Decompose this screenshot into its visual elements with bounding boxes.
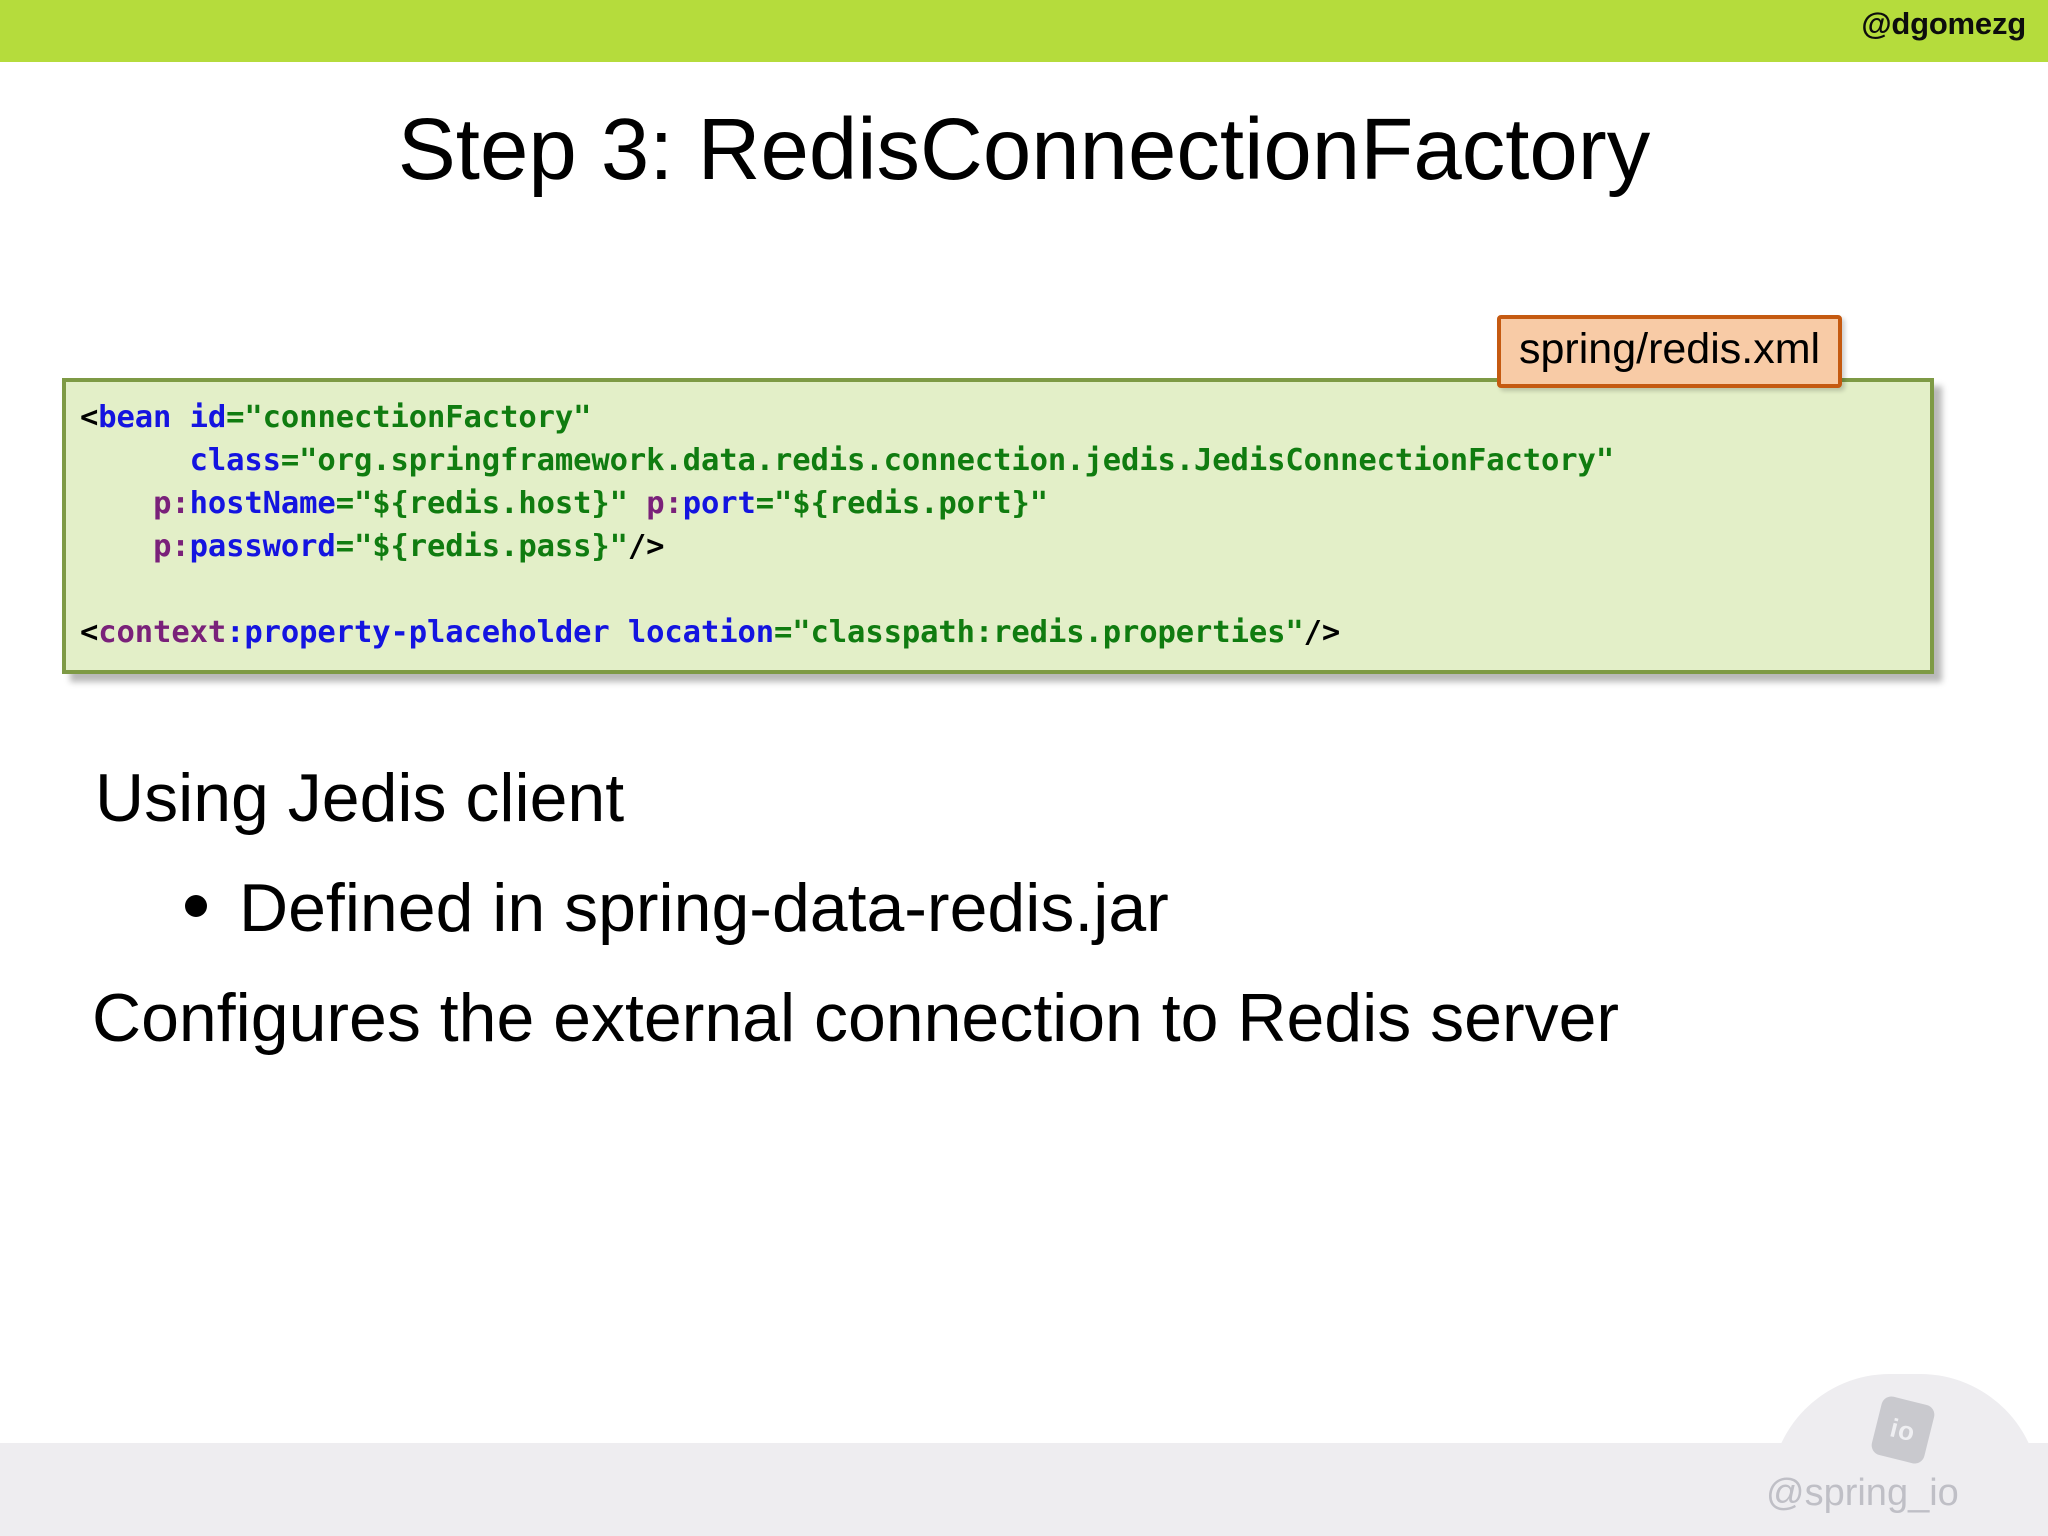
presenter-handle: @dgomezg [1861,6,2026,41]
code-token: "classpath:redis.properties" [792,615,1304,650]
code-token: = [755,486,775,521]
bullet-label: Defined in spring-data-redis.jar [239,870,1169,946]
footer-watermark: io @spring_io [1748,1368,2048,1536]
code-token [610,615,628,650]
body-line-using-jedis: Using Jedis client [95,760,625,836]
code-token: : [664,486,683,521]
footer-band [0,1443,2048,1536]
code-token: "${redis.host}" [353,486,628,521]
code-token: /> [627,529,665,564]
code-token: password [189,529,336,564]
bullet-dot-icon [185,895,207,917]
code-token [80,529,153,564]
code-token: = [335,486,354,521]
code-box: <bean id="connectionFactory" class="org.… [62,378,1934,674]
code-token: p [153,486,172,521]
body-line-configures: Configures the external connection to Re… [92,980,1620,1056]
code-panel: <bean id="connectionFactory" class="org.… [62,378,1934,674]
code-token: port [682,486,756,521]
code-token [80,443,190,478]
code-token: = [280,443,300,478]
code-token [628,486,646,521]
code-token: = [226,400,245,435]
header-band [0,0,2048,62]
code-token: "org.springframework.data.redis.connecti… [299,443,1615,478]
code-token: :property-placeholder [226,615,610,650]
code-token: "${redis.port}" [774,486,1048,521]
code-content: <bean id="connectionFactory" class="org.… [80,396,1920,654]
code-token: : [171,529,190,564]
code-token [80,486,153,521]
code-token: /> [1303,615,1341,650]
page-title: Step 3: RedisConnectionFactory [397,101,1651,198]
code-token: p [646,486,665,521]
file-name-badge: spring/redis.xml [1497,315,1843,389]
code-token: "connectionFactory" [244,400,592,435]
code-token: bean [98,400,172,435]
code-token: hostName [189,486,336,521]
code-token [171,400,189,435]
code-token: "${redis.pass}" [353,529,628,564]
code-token: : [171,486,190,521]
code-token: < [80,615,99,650]
code-token: = [335,529,354,564]
footer-handle: @spring_io [1766,1472,1959,1514]
code-token: context [98,615,227,650]
code-token: location [627,615,774,650]
body-bullet-item: Defined in spring-data-redis.jar [185,870,1169,946]
code-token: = [774,615,793,650]
code-token: < [80,400,99,435]
code-token: id [189,400,227,435]
code-token: p [153,529,172,564]
code-token: class [189,443,281,478]
